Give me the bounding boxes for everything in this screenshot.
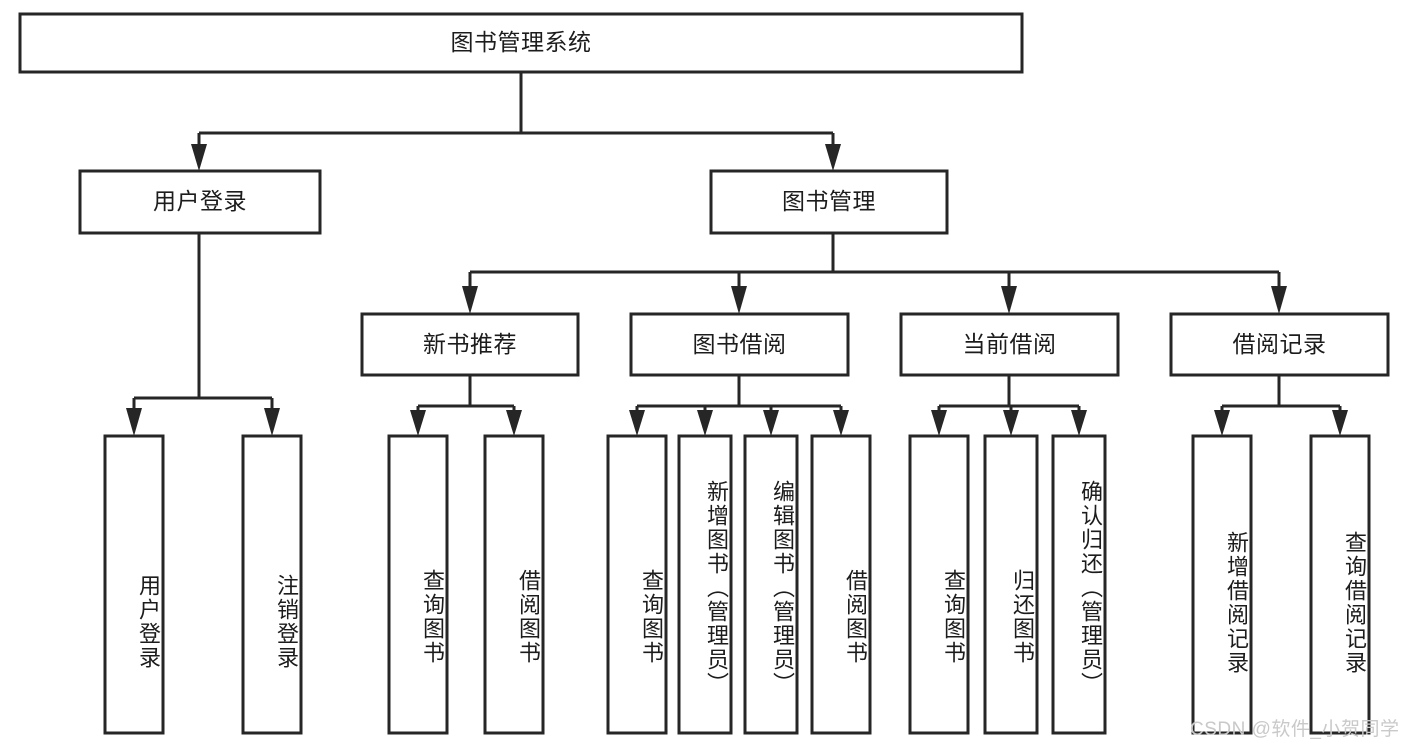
arrow-head-leaf-add-book: [697, 410, 713, 436]
node-box-book-manage[interactable]: [709, 169, 949, 235]
arrow-head-leaf-add-record: [1214, 410, 1230, 436]
node-box-leaf-user-logout[interactable]: [241, 434, 303, 735]
arrow-head-leaf-query-record: [1332, 410, 1348, 436]
arrow-head-user-login: [191, 144, 207, 171]
node-box-leaf-confirm-return[interactable]: [1051, 434, 1107, 735]
arrow-head-leaf-edit-book: [763, 410, 779, 436]
node-box-leaf-borrow-book-1[interactable]: [483, 434, 545, 735]
node-box-leaf-query-record[interactable]: [1309, 434, 1371, 735]
node-box-book-borrow[interactable]: [629, 312, 850, 377]
node-box-leaf-borrow-book-2[interactable]: [810, 434, 872, 735]
node-box-leaf-query-book-3[interactable]: [908, 434, 970, 735]
arrow-head-leaf-user-login: [126, 408, 142, 436]
node-box-borrow-record[interactable]: [1169, 312, 1390, 377]
node-box-leaf-add-record[interactable]: [1191, 434, 1253, 735]
node-box-new-book-recommend[interactable]: [360, 312, 580, 377]
node-box-leaf-return-book[interactable]: [983, 434, 1039, 735]
node-box-current-borrow[interactable]: [899, 312, 1120, 377]
connector-book-borrow-to-leaves: [629, 375, 849, 436]
arrow-head-leaf-borrow-book-1: [506, 410, 522, 436]
node-box-leaf-user-login[interactable]: [103, 434, 165, 735]
arrow-head-book-manage: [825, 144, 841, 171]
arrow-head-leaf-confirm-return: [1071, 410, 1087, 436]
arrow-head-leaf-borrow-book-2: [833, 410, 849, 436]
arrow-head-current-borrow: [1001, 286, 1017, 314]
arrow-head-leaf-query-book-3: [931, 410, 947, 436]
arrow-head-book-borrow: [731, 286, 747, 314]
node-box-leaf-add-book[interactable]: [677, 434, 733, 735]
connector-new-book-recommend-to-leaves: [410, 375, 522, 436]
arrow-head-leaf-user-logout: [264, 408, 280, 436]
arrow-head-borrow-record: [1271, 286, 1287, 314]
connector-user-login-to-leaves: [126, 233, 280, 436]
arrow-head-new-book-recommend: [462, 286, 478, 314]
arrow-head-leaf-query-book-2: [629, 410, 645, 436]
node-box-leaf-query-book-2[interactable]: [606, 434, 668, 735]
watermark-text: CSDN @软件_小贺同学: [1190, 719, 1400, 740]
node-box-leaf-edit-book[interactable]: [743, 434, 799, 735]
connector-root-to-level2: [191, 72, 841, 171]
connector-current-borrow-to-leaves: [931, 375, 1087, 436]
node-box-leaf-query-book-1[interactable]: [387, 434, 449, 735]
arrow-head-leaf-return-book: [1003, 410, 1019, 436]
node-box-user-login[interactable]: [78, 169, 322, 235]
arrow-head-leaf-query-book-1: [410, 410, 426, 436]
connector-book-manage-to-level3: [462, 233, 1287, 314]
node-box-root[interactable]: [18, 12, 1024, 74]
connector-borrow-record-to-leaves: [1214, 375, 1348, 436]
